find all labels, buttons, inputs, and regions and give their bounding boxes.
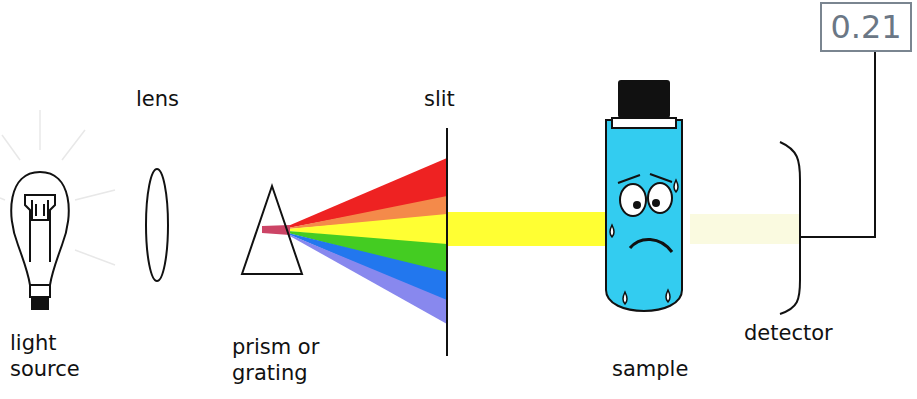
prism-shape	[242, 186, 302, 274]
sample-tube	[606, 80, 682, 311]
detector-wire	[800, 52, 875, 237]
slit-line	[446, 128, 448, 356]
yellow-beam	[447, 212, 612, 246]
prism-label: prism or grating	[232, 334, 347, 387]
light-bulb	[11, 172, 69, 309]
sample-label: sample	[612, 356, 722, 382]
lens-shape	[146, 169, 168, 281]
light-source-label: light source	[10, 330, 90, 383]
slit-label: slit	[424, 86, 484, 112]
lens-label: lens	[136, 86, 216, 112]
readout-display: 0.21	[820, 2, 912, 52]
readout-value: 0.21	[830, 8, 901, 46]
transmitted-beam	[690, 214, 800, 244]
detector-bracket	[780, 142, 800, 314]
detector-label: detector	[744, 320, 854, 346]
